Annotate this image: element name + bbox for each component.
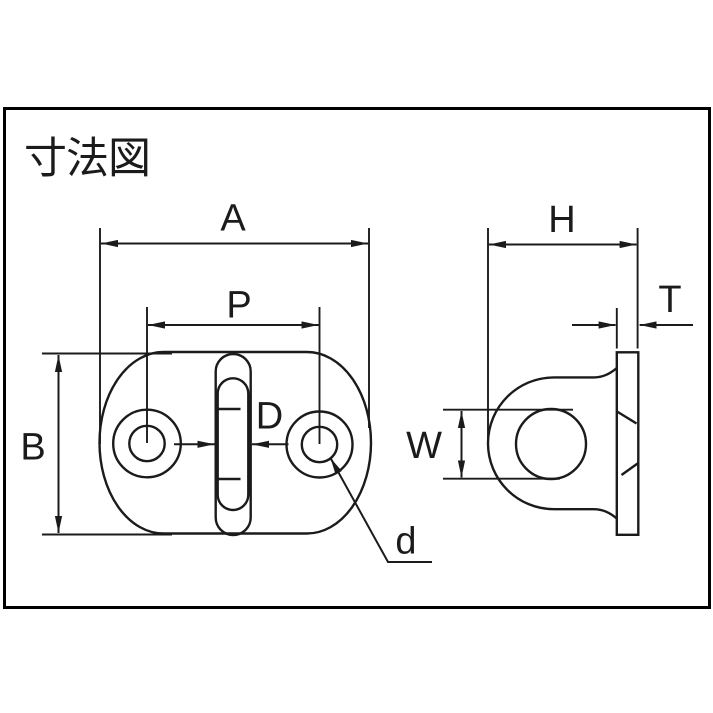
dim-label-W: W xyxy=(406,425,442,467)
dimension-D: D xyxy=(174,396,289,448)
dimension-T: T xyxy=(572,279,693,349)
front-view xyxy=(98,350,373,537)
dimension-H: H xyxy=(487,199,639,442)
plate-slot-upper-mark xyxy=(616,410,638,425)
drawing-title-text: 寸法図 xyxy=(24,135,150,183)
drawing-border xyxy=(3,107,711,609)
dimension-B: B xyxy=(20,352,172,536)
dim-label-D: D xyxy=(256,396,283,438)
dim-label-P: P xyxy=(226,285,251,327)
dim-label-T: T xyxy=(658,279,681,321)
dimension-W: W xyxy=(406,408,573,480)
side-view-eye-hole xyxy=(514,407,588,481)
dimension-P: P xyxy=(146,285,321,444)
dim-label-H: H xyxy=(548,199,575,241)
side-view xyxy=(486,351,640,536)
dimension-A: A xyxy=(99,198,370,444)
side-view-eye-loop xyxy=(486,367,618,520)
plate-slot-lower-mark xyxy=(620,462,639,476)
dim-d-leader xyxy=(329,457,432,563)
folding-ring-outer xyxy=(214,352,252,537)
folding-ring-inner xyxy=(216,377,250,512)
side-view-plate xyxy=(615,351,640,536)
dim-label-B: B xyxy=(20,427,45,469)
dim-label-d: d xyxy=(395,521,416,563)
dimension-d: d xyxy=(329,457,432,563)
dim-label-A: A xyxy=(220,198,246,240)
